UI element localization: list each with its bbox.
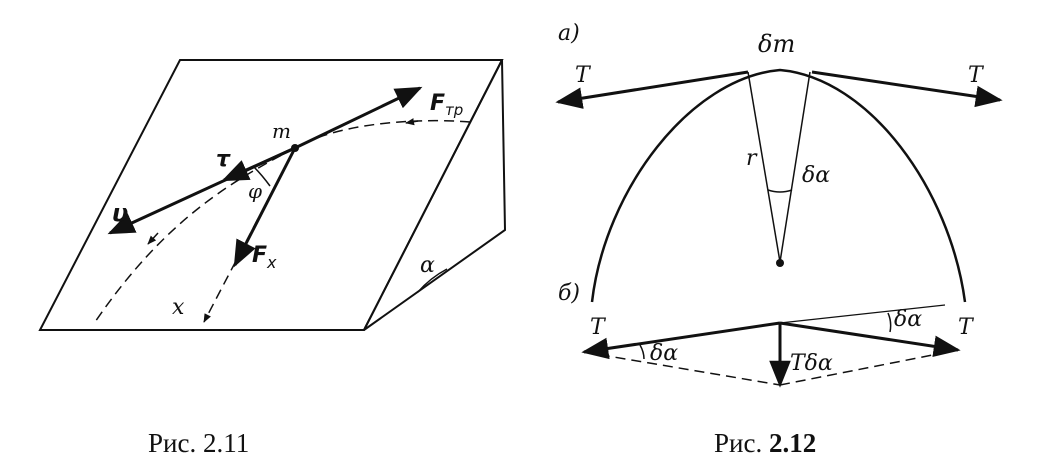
label-resultant: Tδα bbox=[790, 351, 833, 376]
label-x-axis: x bbox=[172, 295, 185, 320]
delta-alpha-arc-a bbox=[767, 189, 793, 193]
delta-alpha-arc-left bbox=[639, 344, 645, 360]
tension-right-vector bbox=[811, 70, 1003, 108]
label-delta-alpha-left: δα bbox=[650, 341, 678, 366]
dashed-closure-left bbox=[583, 351, 781, 386]
tension-left-b-vector bbox=[581, 321, 781, 360]
center-point bbox=[776, 259, 784, 267]
label-delta-alpha-right: δα bbox=[894, 307, 922, 332]
force-x-vector bbox=[233, 147, 297, 268]
delta-alpha-arc-right bbox=[887, 312, 892, 333]
inclined-plane-side bbox=[363, 59, 507, 331]
label-force-x: Fx bbox=[252, 243, 277, 272]
caption-fig-2-12-prefix: Рис. bbox=[714, 428, 763, 458]
dashed-closure-right bbox=[779, 349, 959, 386]
tension-right-b-vector bbox=[779, 321, 961, 358]
label-tension-right-b: T bbox=[958, 315, 975, 340]
trajectory-curve-lower bbox=[94, 147, 296, 323]
caption-fig-2-11-prefix: Рис. bbox=[148, 428, 197, 458]
label-friction-force: Fтр bbox=[430, 91, 463, 119]
label-mass-element: δm bbox=[758, 30, 795, 58]
tau-vector bbox=[221, 146, 296, 182]
label-part-a: а) bbox=[558, 21, 580, 46]
radius-line-right bbox=[779, 71, 811, 263]
reference-line-thin bbox=[779, 304, 946, 324]
caption-fig-2-11: Рис. 2.11 bbox=[148, 428, 249, 459]
trajectory-arrow-head-lower bbox=[147, 232, 159, 245]
label-tension-left-b: T bbox=[590, 315, 607, 340]
string-arc bbox=[590, 68, 967, 303]
caption-fig-2-11-number: 2.11 bbox=[202, 428, 250, 458]
fig-2-12a-diagram: а) δm T T r δα bbox=[555, 21, 1003, 303]
phi-angle-arc bbox=[253, 166, 271, 187]
caption-fig-2-12-number: 2.12 bbox=[768, 428, 817, 458]
alpha-angle-arc bbox=[417, 268, 448, 293]
label-phi: φ bbox=[248, 179, 262, 203]
label-m: m bbox=[272, 119, 291, 143]
label-tension-right-a: T bbox=[968, 63, 985, 88]
mass-point bbox=[291, 144, 299, 152]
trajectory-arrow-head bbox=[405, 118, 419, 126]
label-alpha: α bbox=[420, 253, 435, 278]
tension-left-vector bbox=[555, 70, 749, 109]
label-radius: r bbox=[746, 146, 758, 171]
label-part-b: б) bbox=[558, 281, 580, 306]
caption-fig-2-12: Рис. 2.12 bbox=[714, 428, 816, 459]
fig-2-12b-diagram: б) T T δα δα Tδα bbox=[558, 281, 975, 388]
friction-force-vector bbox=[294, 86, 423, 150]
label-velocity: υ bbox=[112, 199, 128, 227]
label-tau: τ bbox=[216, 147, 231, 172]
fig-2-11-diagram: m Fтр τ υ φ Fx x α bbox=[38, 59, 507, 331]
label-delta-alpha-a: δα bbox=[802, 163, 830, 188]
radius-line-left bbox=[747, 71, 781, 263]
trajectory-curve-upper bbox=[294, 119, 471, 149]
label-tension-left-a: T bbox=[575, 63, 592, 88]
